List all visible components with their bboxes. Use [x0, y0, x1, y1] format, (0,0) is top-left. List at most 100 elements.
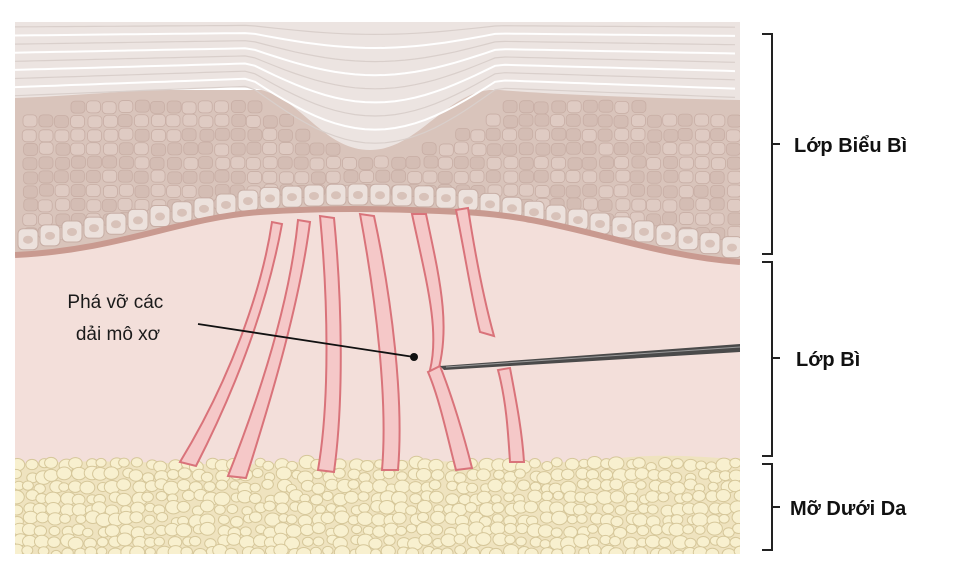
epidermis-cell: [38, 141, 54, 155]
epidermis-cell: [22, 185, 38, 199]
epidermis-cell: [151, 129, 166, 142]
cell-nucleus: [155, 212, 165, 221]
epidermis-cell: [134, 128, 150, 142]
fat-globule: [599, 468, 614, 481]
fat-globule: [705, 547, 720, 554]
epidermis-cell: [103, 142, 118, 156]
epidermis-cell: [181, 101, 197, 115]
epidermis-cell: [679, 156, 694, 170]
epidermis-cell: [695, 171, 710, 184]
fat-globule: [130, 457, 143, 468]
fat-globule: [394, 479, 411, 494]
fat-globule: [74, 547, 87, 554]
fat-globule: [669, 471, 683, 483]
cell-nucleus: [265, 194, 275, 203]
fat-globule: [635, 480, 647, 490]
epidermis-cell: [87, 155, 102, 169]
epidermis-cell: [198, 156, 213, 170]
fat-globule: [312, 536, 325, 547]
cell-nucleus: [441, 194, 451, 203]
epidermis-cell: [118, 100, 134, 113]
epidermis-cell: [55, 142, 71, 156]
fat-globule: [453, 533, 467, 545]
fat-globule: [25, 458, 39, 471]
cell-nucleus: [617, 223, 627, 232]
fat-globule: [43, 468, 59, 482]
cell-nucleus: [221, 200, 231, 209]
fat-globule: [15, 504, 24, 516]
epidermis-cell: [470, 129, 486, 143]
fat-globule: [59, 513, 71, 524]
epidermis-label: Lớp Biểu Bì: [794, 135, 907, 157]
fat-globule: [116, 532, 133, 547]
fat-globule: [405, 547, 420, 554]
epidermis-cell: [453, 171, 469, 185]
fat-globule: [408, 481, 423, 494]
epidermis-cell: [54, 115, 69, 128]
fat-globule: [476, 490, 492, 504]
epidermis-cell: [167, 142, 183, 156]
epidermis-cell: [598, 142, 614, 156]
epidermis-cell: [599, 156, 614, 170]
fat-globule: [203, 481, 217, 492]
fat-globule: [721, 548, 737, 554]
epidermis-cell: [566, 100, 582, 114]
fat-globule: [551, 548, 564, 554]
fat-globule: [368, 537, 383, 550]
subcutaneous-fat-layer: [15, 454, 740, 554]
fat-globule: [395, 525, 407, 536]
cell-nucleus: [661, 231, 671, 240]
fat-globule: [517, 479, 531, 492]
cell-nucleus: [529, 208, 539, 217]
fat-globule: [15, 489, 25, 505]
fat-globule: [671, 458, 684, 469]
epidermis-cell: [518, 183, 534, 197]
fat-globule: [503, 522, 518, 535]
fibrous-band: [178, 220, 284, 468]
epidermis-cell: [246, 141, 262, 155]
epidermis-cell: [565, 170, 581, 183]
epidermis-cell: [438, 156, 453, 170]
fat-globule: [166, 468, 180, 481]
epidermis-cell: [486, 157, 502, 170]
epidermis-cell: [709, 197, 725, 211]
epidermis-cell: [21, 129, 37, 143]
fat-globule: [430, 469, 445, 481]
fat-globule: [217, 514, 230, 525]
fat-globule: [523, 500, 539, 514]
epidermis-cell: [486, 143, 502, 157]
cell-nucleus: [573, 216, 583, 225]
fat-globule: [129, 545, 146, 554]
epidermis-cell: [421, 142, 437, 156]
epidermis-cell: [101, 101, 117, 115]
fat-globule: [176, 478, 191, 492]
epidermis-cell: [551, 127, 567, 141]
epidermis-cell: [230, 170, 246, 184]
fat-globule: [430, 524, 444, 536]
epidermis-cell: [662, 185, 678, 199]
epidermis-cell: [614, 156, 629, 170]
epidermis-cell: [294, 171, 310, 185]
epidermis-cell: [103, 185, 118, 198]
fat-globule: [312, 469, 324, 480]
fat-globule: [275, 466, 292, 481]
fat-globule: [249, 482, 261, 493]
fat-globule: [416, 499, 433, 514]
epidermis-cell: [70, 100, 86, 114]
epidermis-cell: [613, 115, 629, 128]
epidermis-cell: [199, 170, 215, 184]
fat-globule: [95, 457, 107, 468]
epidermis-cell: [694, 142, 710, 156]
epidermis-cell: [117, 198, 133, 211]
epidermis-cell: [325, 170, 341, 184]
epidermis-cell: [262, 170, 278, 184]
fat-globule: [200, 471, 214, 483]
epidermis-cell: [214, 169, 230, 183]
fat-globule: [537, 524, 554, 538]
cell-nucleus: [111, 220, 121, 229]
fat-globule: [706, 521, 723, 536]
epidermis-cell: [37, 199, 53, 213]
fat-globule: [300, 523, 315, 537]
fat-globule: [192, 548, 208, 554]
epidermis-cell: [295, 128, 311, 142]
